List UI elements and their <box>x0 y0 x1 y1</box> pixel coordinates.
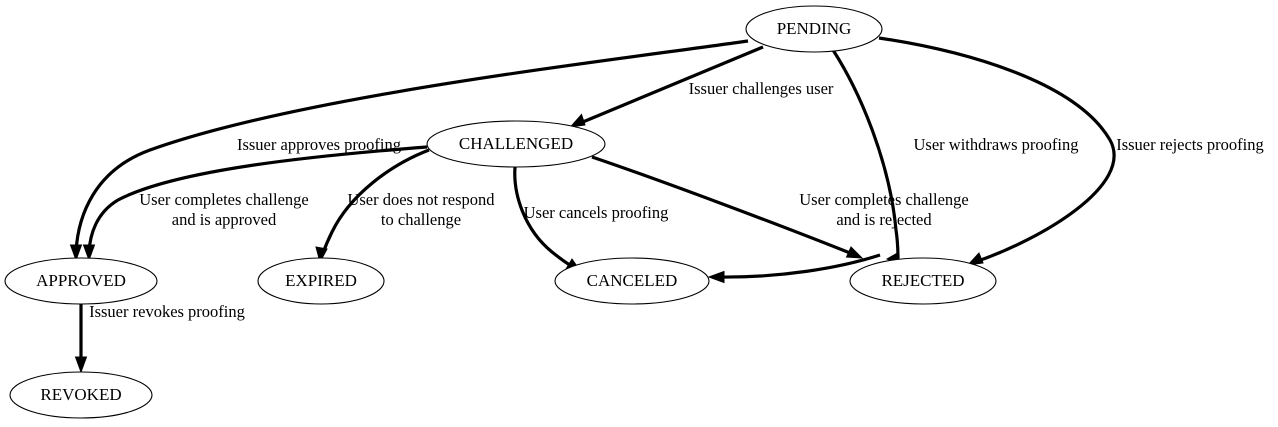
edge-challenged-to-expired: User does not respond to challenge <box>315 148 495 264</box>
edge-approved-to-revoked: Issuer revokes proofing <box>74 302 245 374</box>
node-approved[interactable]: APPROVED <box>4 257 158 305</box>
edge-label-challenged-expired-l1: User does not respond <box>347 190 495 209</box>
node-pending[interactable]: PENDING <box>745 5 883 53</box>
edge-label-approved-revoked: Issuer revokes proofing <box>89 302 245 321</box>
node-revoked-ellipse[interactable] <box>9 371 153 419</box>
edge-pending-to-challenged: Issuer challenges user <box>569 45 834 128</box>
edge-path-challenged-approved <box>87 145 428 253</box>
arrowhead-pending-approved <box>69 244 83 262</box>
node-canceled-ellipse[interactable] <box>554 257 710 305</box>
arrowhead-pending-rejected-rejects <box>966 252 984 266</box>
edge-crossing-to-canceled <box>707 253 881 284</box>
arrowhead-challenged-expired <box>315 246 328 264</box>
node-expired-label: EXPIRED <box>285 271 357 290</box>
edge-label-pending-rejected-rejects: Issuer rejects proofing <box>1116 135 1264 154</box>
node-rejected[interactable]: REJECTED <box>849 257 997 305</box>
node-canceled-label: CANCELED <box>587 271 678 290</box>
edge-label-pending-rejected-withdraws: User withdraws proofing <box>914 135 1079 154</box>
edge-label-challenged-approved-l2: and is approved <box>172 210 277 229</box>
edge-path-challenged-rejected <box>591 155 856 257</box>
edge-path-crossing-canceled <box>716 253 881 279</box>
node-pending-ellipse[interactable] <box>745 5 883 53</box>
node-expired[interactable]: EXPIRED <box>257 257 385 305</box>
edge-path-pending-rejected-rejects <box>878 36 1116 264</box>
arrowhead-challenged-approved <box>82 244 96 262</box>
edge-path-pending-rejected-withdraws <box>831 49 900 261</box>
arrowhead-approved-revoked <box>74 356 88 374</box>
arrowhead-pending-challenged <box>569 113 586 128</box>
node-canceled[interactable]: CANCELED <box>554 257 710 305</box>
arrowhead-crossing-canceled <box>707 270 725 284</box>
node-rejected-ellipse[interactable] <box>849 257 997 305</box>
edge-path-pending-challenged <box>577 45 764 126</box>
edge-label-challenged-approved-l1: User completes challenge <box>139 190 309 209</box>
node-challenged-label: CHALLENGED <box>459 134 573 153</box>
edge-label-challenged-canceled: User cancels proofing <box>524 203 669 222</box>
edge-pending-to-approved: Issuer approves proofing <box>69 39 749 262</box>
node-approved-ellipse[interactable] <box>4 257 158 305</box>
node-expired-ellipse[interactable] <box>257 257 385 305</box>
edge-label-pending-approved: Issuer approves proofing <box>237 135 401 154</box>
edge-challenged-to-approved: User completes challenge and is approved <box>82 145 428 262</box>
edge-challenged-to-rejected: User completes challenge and is rejected <box>591 155 969 259</box>
node-approved-label: APPROVED <box>36 271 126 290</box>
node-revoked[interactable]: REVOKED <box>9 371 153 419</box>
edge-label-challenged-rejected-l2: and is rejected <box>836 210 932 229</box>
node-challenged-ellipse[interactable] <box>426 120 606 168</box>
arrowhead-challenged-rejected <box>845 246 864 259</box>
node-revoked-label: REVOKED <box>40 385 121 404</box>
node-pending-label: PENDING <box>777 19 852 38</box>
edge-path-pending-approved <box>74 39 749 253</box>
edge-pending-to-rejected-rejects: Issuer rejects proofing <box>878 36 1264 266</box>
node-rejected-label: REJECTED <box>881 271 964 290</box>
edge-label-challenged-expired-l2: to challenge <box>381 210 461 229</box>
node-challenged[interactable]: CHALLENGED <box>426 120 606 168</box>
edge-label-pending-challenged: Issuer challenges user <box>689 79 834 98</box>
edge-label-challenged-rejected-l1: User completes challenge <box>799 190 969 209</box>
edge-challenged-to-canceled: User cancels proofing <box>513 166 669 273</box>
